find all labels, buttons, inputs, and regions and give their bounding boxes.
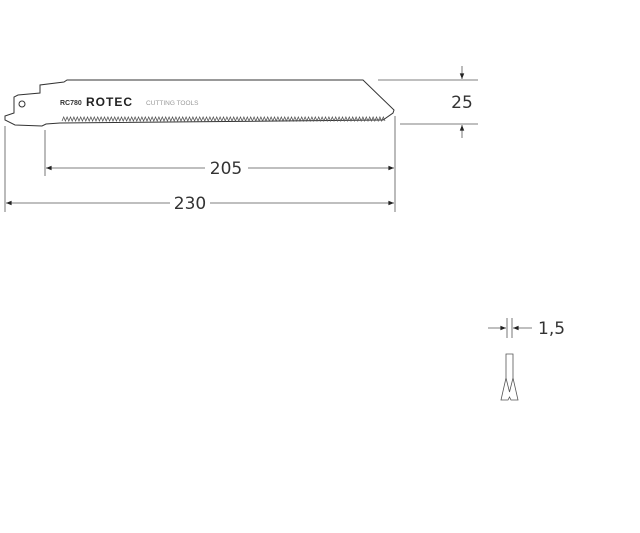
thickness-label: 1,5 — [538, 319, 565, 339]
total-length-label: 230 — [174, 194, 206, 214]
blade-cross-section — [500, 353, 519, 401]
model-label: RC780 — [60, 100, 82, 107]
mounting-hole — [18, 100, 26, 108]
cutting-length-label: 205 — [210, 159, 242, 179]
brand-suffix: CUTTING TOOLS — [146, 100, 199, 107]
brand-logo: ROTEC — [86, 95, 133, 109]
blade-teeth — [61, 115, 386, 123]
blade-outline — [4, 79, 395, 127]
width-label: 25 — [451, 93, 473, 113]
